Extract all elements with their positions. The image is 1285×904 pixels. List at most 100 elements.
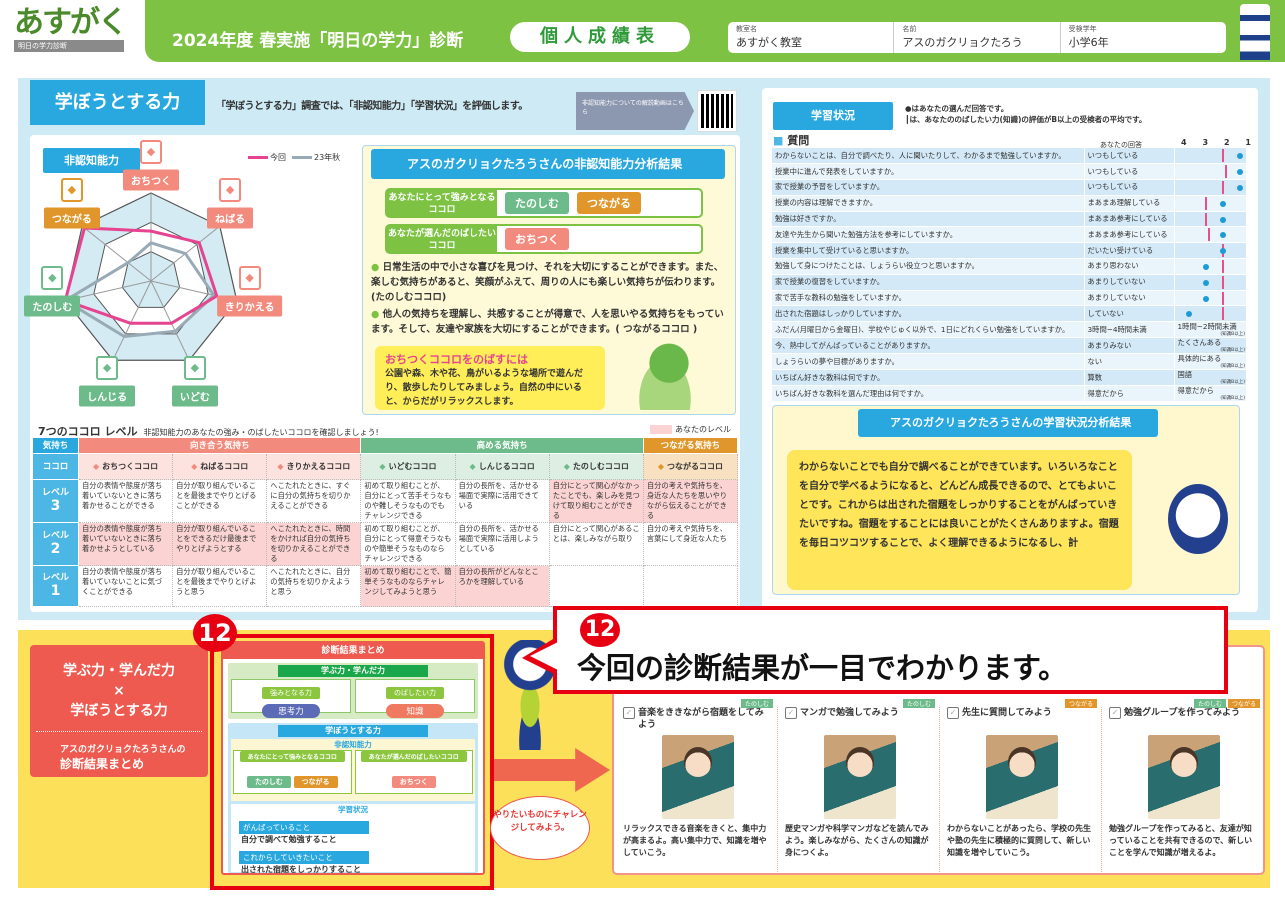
kokoro-header: ココロ bbox=[32, 453, 79, 480]
study-status-tab: 学習状況 bbox=[773, 102, 893, 130]
analysis-point-text: 他人の気持ちを理解し、共感することが得意で、人を思いやる気持ちをもっています。そ… bbox=[371, 309, 724, 335]
study-analysis-heading: アスのガクリョクたろうさんの学習状況分析結果 bbox=[858, 409, 1158, 437]
answer-marker-cell: 得意だから(知識B以上) bbox=[1174, 385, 1247, 403]
radar-axis-label: ねばる bbox=[207, 207, 254, 229]
level-label-text: レベル bbox=[41, 488, 69, 498]
legend-label: 今回 bbox=[270, 153, 286, 162]
mascot-image bbox=[1168, 484, 1228, 554]
nc-chip: つながる bbox=[293, 776, 338, 788]
suggestion-title: 勉強グループを作ってみよう bbox=[1124, 708, 1241, 718]
average-answer-note: (知識B以上) bbox=[1220, 380, 1245, 386]
scale-label: 2 bbox=[1223, 138, 1230, 147]
suggestion-tag: つながる bbox=[1227, 699, 1260, 708]
tip-box: おちつくココロをのばすには 公園や森、木や花、鳥がいるような場所で遊んだり、散歩… bbox=[375, 346, 605, 410]
level-cell: 自分の長所がどんなところかを理解している bbox=[454, 565, 550, 607]
level-cell: 自分が取り組んでいることを最後までやりとげようと思う bbox=[172, 565, 268, 607]
average-answer-text: 具体的にある bbox=[1177, 354, 1222, 364]
answer-marker-cell bbox=[1174, 179, 1246, 196]
your-answer-dot bbox=[1219, 216, 1226, 223]
annotation-badge: 12 bbox=[580, 613, 620, 647]
level-number: 2 bbox=[50, 541, 61, 557]
kokoro-icon: ◆ bbox=[140, 139, 162, 164]
question-text: 勉強は好きですか。 bbox=[772, 211, 1084, 228]
question-row: わからないことは、自分で調べたり、人に聞いたりして、わかるまで勉強していますか。… bbox=[772, 148, 1246, 165]
question-text: 授業を集中して受けていると思いますか。 bbox=[772, 242, 1084, 260]
radar-axis-label: おちつく bbox=[123, 169, 179, 191]
question-text: 家で苦手な教科の勉強をしていますか。 bbox=[772, 290, 1084, 307]
question-text: 家で授業の復習をしていますか。 bbox=[772, 274, 1084, 291]
suggestion-checkbox[interactable]: ✓ bbox=[785, 707, 797, 719]
suggestion-card: たのしむ✓音楽をききながら宿題をしてみようリラックスできる音楽をきくと、集中力が… bbox=[618, 699, 778, 872]
info-value: 小学6年 bbox=[1068, 36, 1109, 49]
kokoro-icon: ◆ bbox=[96, 356, 119, 381]
strong-power-label: 強みとなる力 bbox=[262, 687, 320, 699]
average-line-marker bbox=[1204, 212, 1207, 226]
study-summary-title: 学習状況 bbox=[338, 805, 368, 814]
group-header: 高める気持ち bbox=[360, 437, 644, 454]
suggestion-text: 歴史マンガや科学マンガなどを読んでみよう。楽しみながら、たくさんの知識が身につく… bbox=[785, 824, 929, 857]
level-label-text: レベル bbox=[41, 573, 69, 583]
tip-body: 公園や森、木や花、鳥がいるような場所で遊んだり、散歩したりしてみましょう。自然の… bbox=[385, 369, 584, 407]
report-type: 個人成績表 bbox=[510, 22, 690, 52]
your-answer: だいたい受けている bbox=[1083, 242, 1175, 260]
question-row: いちばん好きな教科を選んだ理由は何ですか。得意だから得意だから(知識B以上) bbox=[772, 385, 1247, 403]
doing-label: がんばっていること bbox=[239, 821, 369, 834]
level-cell: 初めて取り組むことが、自分にとって得意そうなものや簡単そうなものならチャレンジで… bbox=[360, 522, 456, 566]
kokoro-name: きりかえるココロ bbox=[286, 461, 351, 471]
analysis-point: ● 他人の気持ちを理解し、共感することが得意で、人を思いやる気持ちをもっています… bbox=[371, 309, 724, 335]
question-row: 友達や先生から聞いた勉強方法を参考にしていますか。まあまあ参考にしている bbox=[772, 226, 1246, 244]
answer-marker-cell bbox=[1174, 290, 1246, 307]
suggestion-checkbox[interactable]: ✓ bbox=[623, 707, 635, 719]
average-answer: たくさんある(知識B以上) bbox=[1175, 338, 1247, 353]
your-answer: いつもしている bbox=[1083, 163, 1175, 181]
level-cell: 初めて取り組むことで、簡単そうなものならチャレンジしてみようと思う bbox=[360, 565, 456, 607]
qr-code[interactable] bbox=[697, 90, 737, 132]
radar-chart: おちつく◆ねばる◆きりかえる◆いどむ◆しんじる◆たのしむ◆つながる◆ bbox=[24, 139, 360, 425]
levels-legend: あなたのレベル bbox=[650, 424, 731, 435]
info-value: アスのガクリョクたろう bbox=[902, 36, 1023, 49]
questions-title-text: 質問 bbox=[787, 134, 810, 147]
your-answer-dot bbox=[1202, 279, 1209, 286]
chip-tsunagaru: つながる bbox=[577, 192, 641, 214]
average-answer-note: (知識B以上) bbox=[1220, 332, 1245, 338]
suggestion-title-row: ✓音楽をききながら宿題をしてみよう bbox=[623, 707, 772, 733]
kokoro-icon: ◆ bbox=[238, 265, 261, 290]
question-row: いちばん好きな教科は何ですか。算数国語(知識B以上) bbox=[772, 369, 1246, 387]
average-answer: 得意だから(知識B以上) bbox=[1175, 386, 1247, 401]
study-summary: 学習状況 がんばっていること 自分で調べて勉強すること これからしていきたいこと… bbox=[231, 804, 475, 874]
question-row: 家で授業の予習をしていますか。いつもしている bbox=[772, 179, 1246, 196]
kokoro-column-header: ◆つながるココロ bbox=[642, 453, 739, 480]
question-text: いちばん好きな教科は何ですか。 bbox=[772, 369, 1084, 387]
todo-value: 出された宿題をしっかりすること bbox=[241, 865, 361, 874]
info-label: 受検学年 bbox=[1068, 25, 1097, 33]
suggestion-checkbox[interactable]: ✓ bbox=[1109, 707, 1121, 719]
annotation-badge: 12 bbox=[193, 614, 237, 652]
radar-axis-label: たのしむ bbox=[24, 295, 81, 317]
average-answer-note: (知識B以上) bbox=[1220, 364, 1245, 370]
info-label: 名前 bbox=[902, 25, 917, 33]
diagnosis-summary: 診断結果まとめ 学ぶ力・学んだ力 強みとなる力思考力 のばしたい力知識 学ぼうと… bbox=[221, 641, 485, 875]
level-cell: へこたれたときに、すぐに自分の気持ちを切りかえることができる bbox=[266, 479, 362, 523]
analysis-point-text: 日常生活の中で小さな喜びを見つけ、それを大切にすることができます。また、楽しむ気… bbox=[371, 262, 724, 303]
average-line-marker bbox=[1221, 181, 1224, 195]
question-text: ふだん(月曜日から金曜日)、学校やじゅく以外で、1日にどれくらい勉強をしています… bbox=[772, 321, 1084, 339]
feeling-header: 気持ち bbox=[32, 437, 79, 454]
answer-marker-cell bbox=[1174, 226, 1246, 244]
grow-kokoro-row: あなたが選んだのばしたいココロ おちつく bbox=[385, 224, 703, 254]
challenge-bubble: やりたいものにチャレンジしてみよう。 bbox=[490, 796, 590, 860]
radar-axis bbox=[150, 280, 190, 361]
group-header-row: 気持ち向き合う気持ち高める気持ちつながる気持ち bbox=[32, 437, 739, 454]
your-answer-dot bbox=[1219, 248, 1226, 255]
kokoro-icon: ◆ bbox=[563, 461, 570, 471]
answer-marker-cell bbox=[1174, 163, 1246, 181]
video-button[interactable]: 非認知能力についての解説動画はこちら bbox=[576, 92, 694, 130]
your-answer-dot bbox=[1202, 264, 1209, 271]
question-text: 今、熱中してがんばっていることがありますか。 bbox=[772, 337, 1084, 355]
your-answer: していない bbox=[1083, 305, 1175, 323]
suggestion-checkbox[interactable]: ✓ bbox=[947, 707, 959, 719]
suggestion-tags: たのしむつながる bbox=[1193, 699, 1260, 708]
